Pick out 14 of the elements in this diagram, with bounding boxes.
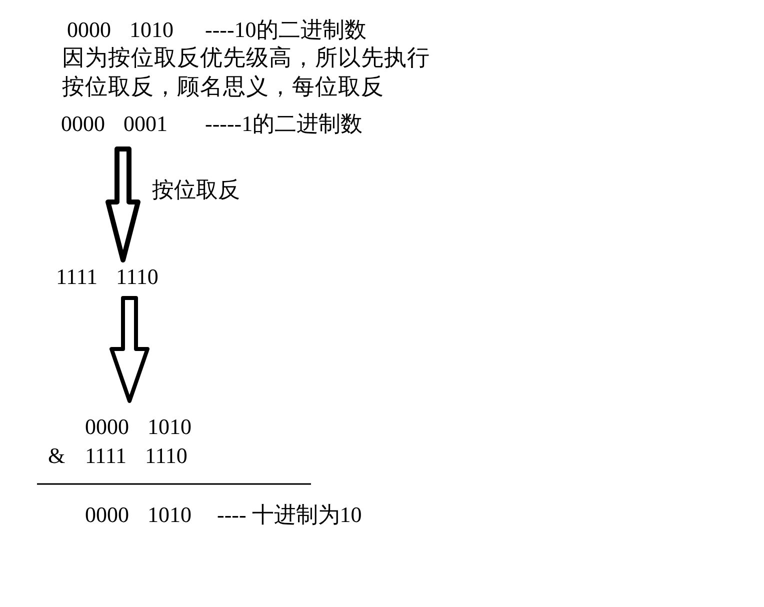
note-text: ---- 十进制为10: [217, 502, 362, 528]
binary-number: 1111 1110: [85, 443, 188, 469]
block-arrow: [106, 146, 140, 262]
binary-number: 0000 0001: [61, 111, 168, 137]
explanation-text: 因为按位取反优先级高，所以先执行按位取反，顾名思义，每位取反: [62, 44, 431, 101]
binary-number: 1111 1110: [56, 264, 158, 290]
binary-number: 0000 1010: [85, 414, 192, 440]
edge-label: 按位取反: [152, 177, 240, 203]
operator-symbol: &: [48, 443, 66, 469]
note-text: ----10的二进制数: [205, 17, 366, 43]
block-arrow: [110, 296, 150, 403]
note-text: -----1的二进制数: [205, 111, 363, 137]
binary-number: 0000 1010: [67, 17, 174, 43]
binary-number: 0000 1010: [85, 502, 192, 528]
